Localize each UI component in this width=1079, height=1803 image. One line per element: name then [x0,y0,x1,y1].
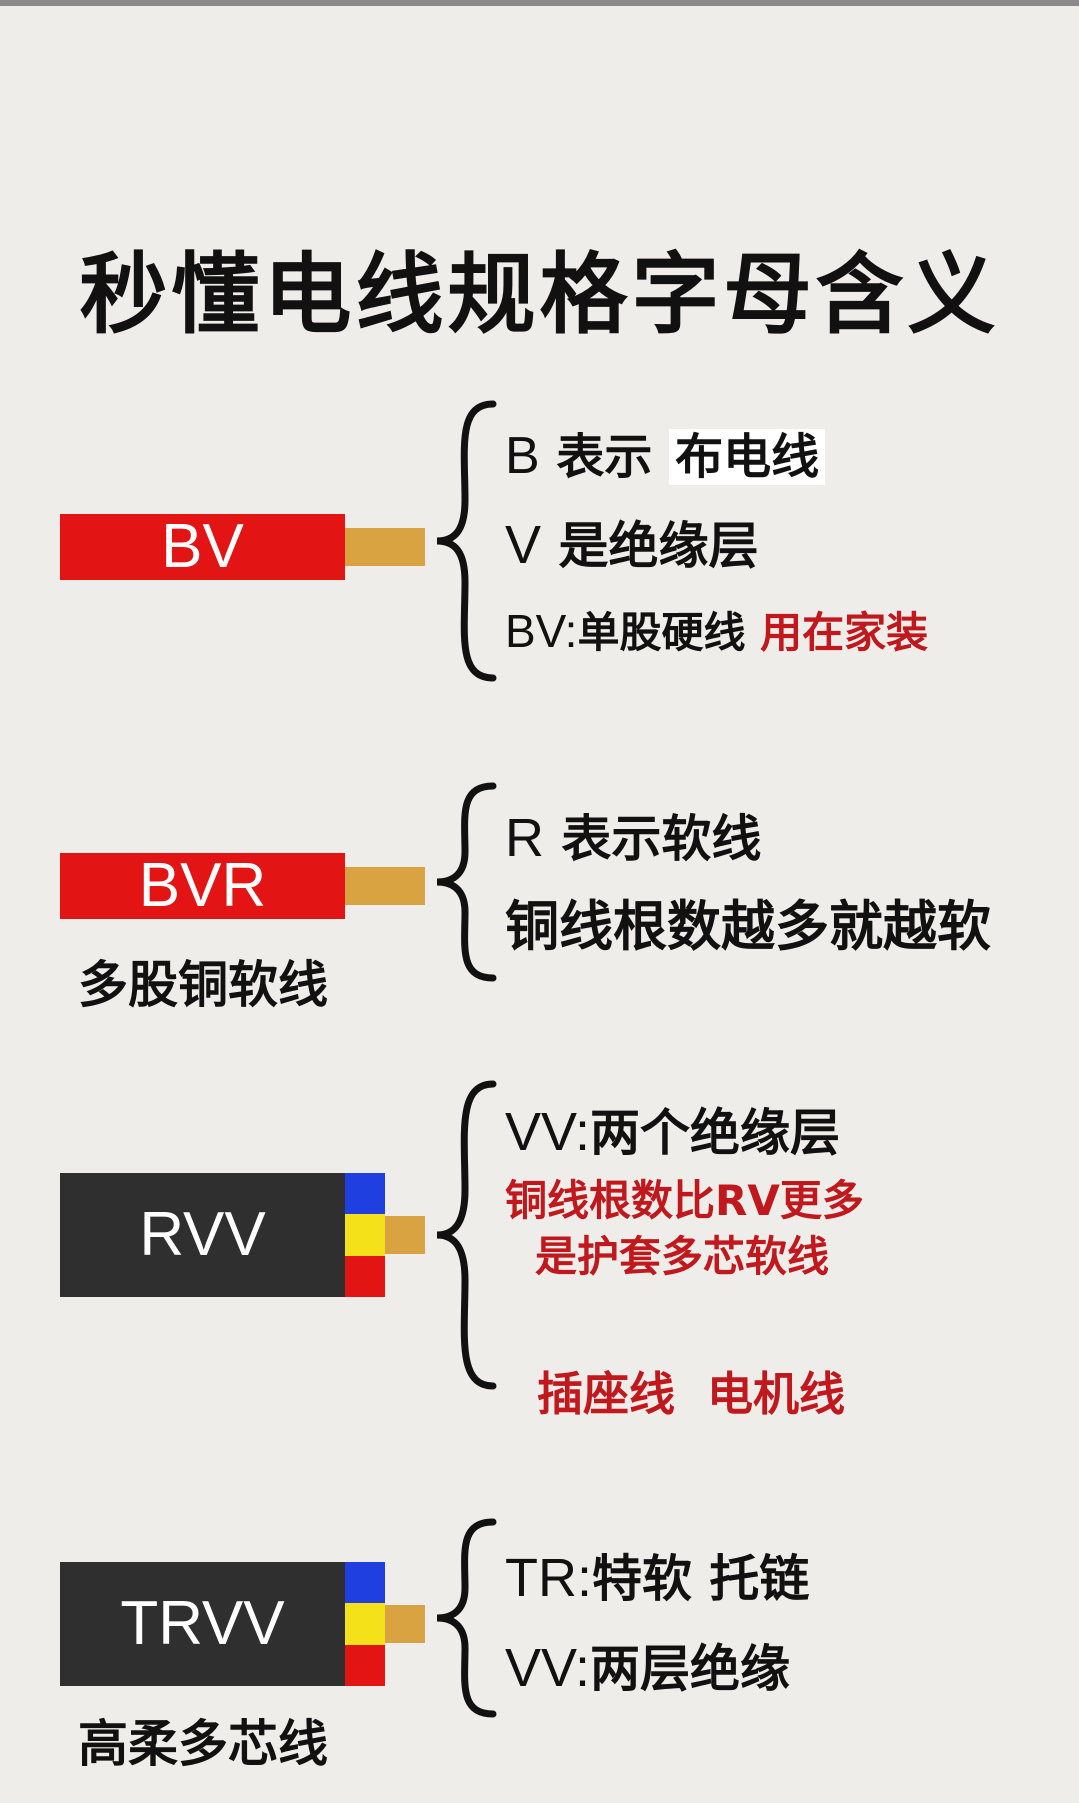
bv-line-2-prefix: V [505,515,542,575]
bv-line-2-text: 是绝缘层 [558,517,759,575]
bvr-line-2-text: 铜线根数越多就越软 [505,895,991,958]
bv-line-1-text: 表示 [556,429,653,485]
rvv-line-1-prefix: VV: [505,1102,591,1162]
rvv-line-2-text: 铜线根数比RV更多 [505,1176,864,1225]
trvv-line-1-text: 特软 托链 [592,1550,810,1608]
trvv-core-blue [345,1562,385,1603]
bv-wire-icon: BV [60,514,425,580]
top-edge [0,0,1079,6]
rvv-jacket: RVV [60,1173,345,1297]
trvv-core-red [345,1645,385,1686]
bv-line-1-highlight: 布电线 [669,429,826,485]
rvv-line-4-text: 插座线 电机线 [537,1367,846,1422]
bv-curly-brace [436,400,497,682]
bv-line-1-prefix: B [505,427,540,485]
rvv-line-3: 是护套多芯软线 [535,1232,829,1282]
bvr-line-1-text: 表示软线 [561,810,762,868]
bv-code: BV [161,512,244,581]
bvr-wire-icon: BVR [60,853,425,919]
rvv-conductor [385,1216,425,1254]
trvv-sublabel: 高柔多芯线 [78,1715,328,1773]
bvr-sublabel: 多股铜软线 [78,956,328,1014]
rvv-line-1-text: 两个绝缘层 [590,1104,841,1162]
trvv-line-2-prefix: VV: [505,1638,591,1698]
bv-line-2: V 是绝缘层 [505,513,758,578]
trvv-line-2: VV:两层绝缘 [505,1636,790,1701]
page-title: 秒懂电线规格字母含义 [79,243,1000,346]
bvr-line-2: 铜线根数越多就越软 [505,895,991,960]
bv-line-3: BV:单股硬线 用在家装 [505,604,928,659]
trvv-jacket: TRVV [60,1562,345,1686]
bvr-jacket: BVR [60,853,345,919]
bvr-line-1: R 表示软线 [505,806,761,871]
rvv-curly-brace [436,1080,497,1390]
bvr-curly-brace [436,782,497,982]
trvv-core-yellow [345,1603,385,1645]
rvv-core-blue [345,1173,385,1214]
trvv-line-1: TR:特软 托链 [505,1546,809,1611]
rvv-core-yellow [345,1214,385,1256]
rvv-core-red [345,1256,385,1297]
bv-line-3-note: 用在家装 [760,608,929,657]
rvv-line-1: VV:两个绝缘层 [505,1100,840,1165]
bv-line-1: B 表示 布电线 [505,425,826,487]
trvv-line-1-prefix: TR: [505,1548,592,1608]
rvv-line-4: 插座线 电机线 [505,1312,845,1422]
trvv-code: TRVV [120,1589,285,1658]
rvv-line-3-text: 是护套多芯软线 [535,1232,830,1281]
trvv-conductor [385,1605,425,1643]
bvr-code: BVR [138,851,267,920]
bv-conductor [345,528,425,566]
trvv-multi-core-wire-icon: TRVV [60,1562,425,1686]
bv-line-3-prefix: BV: [505,605,578,657]
rvv-line-2: 铜线根数比RV更多 [505,1176,864,1226]
bvr-conductor [345,867,425,905]
rvv-multi-core-wire-icon: RVV [60,1173,425,1297]
bv-line-3-text: 单股硬线 [577,608,746,657]
trvv-curly-brace [436,1518,497,1718]
trvv-line-2-text: 两层绝缘 [590,1640,791,1698]
rvv-code: RVV [139,1200,266,1269]
bvr-line-1-prefix: R [505,808,544,868]
bv-jacket: BV [60,514,345,580]
